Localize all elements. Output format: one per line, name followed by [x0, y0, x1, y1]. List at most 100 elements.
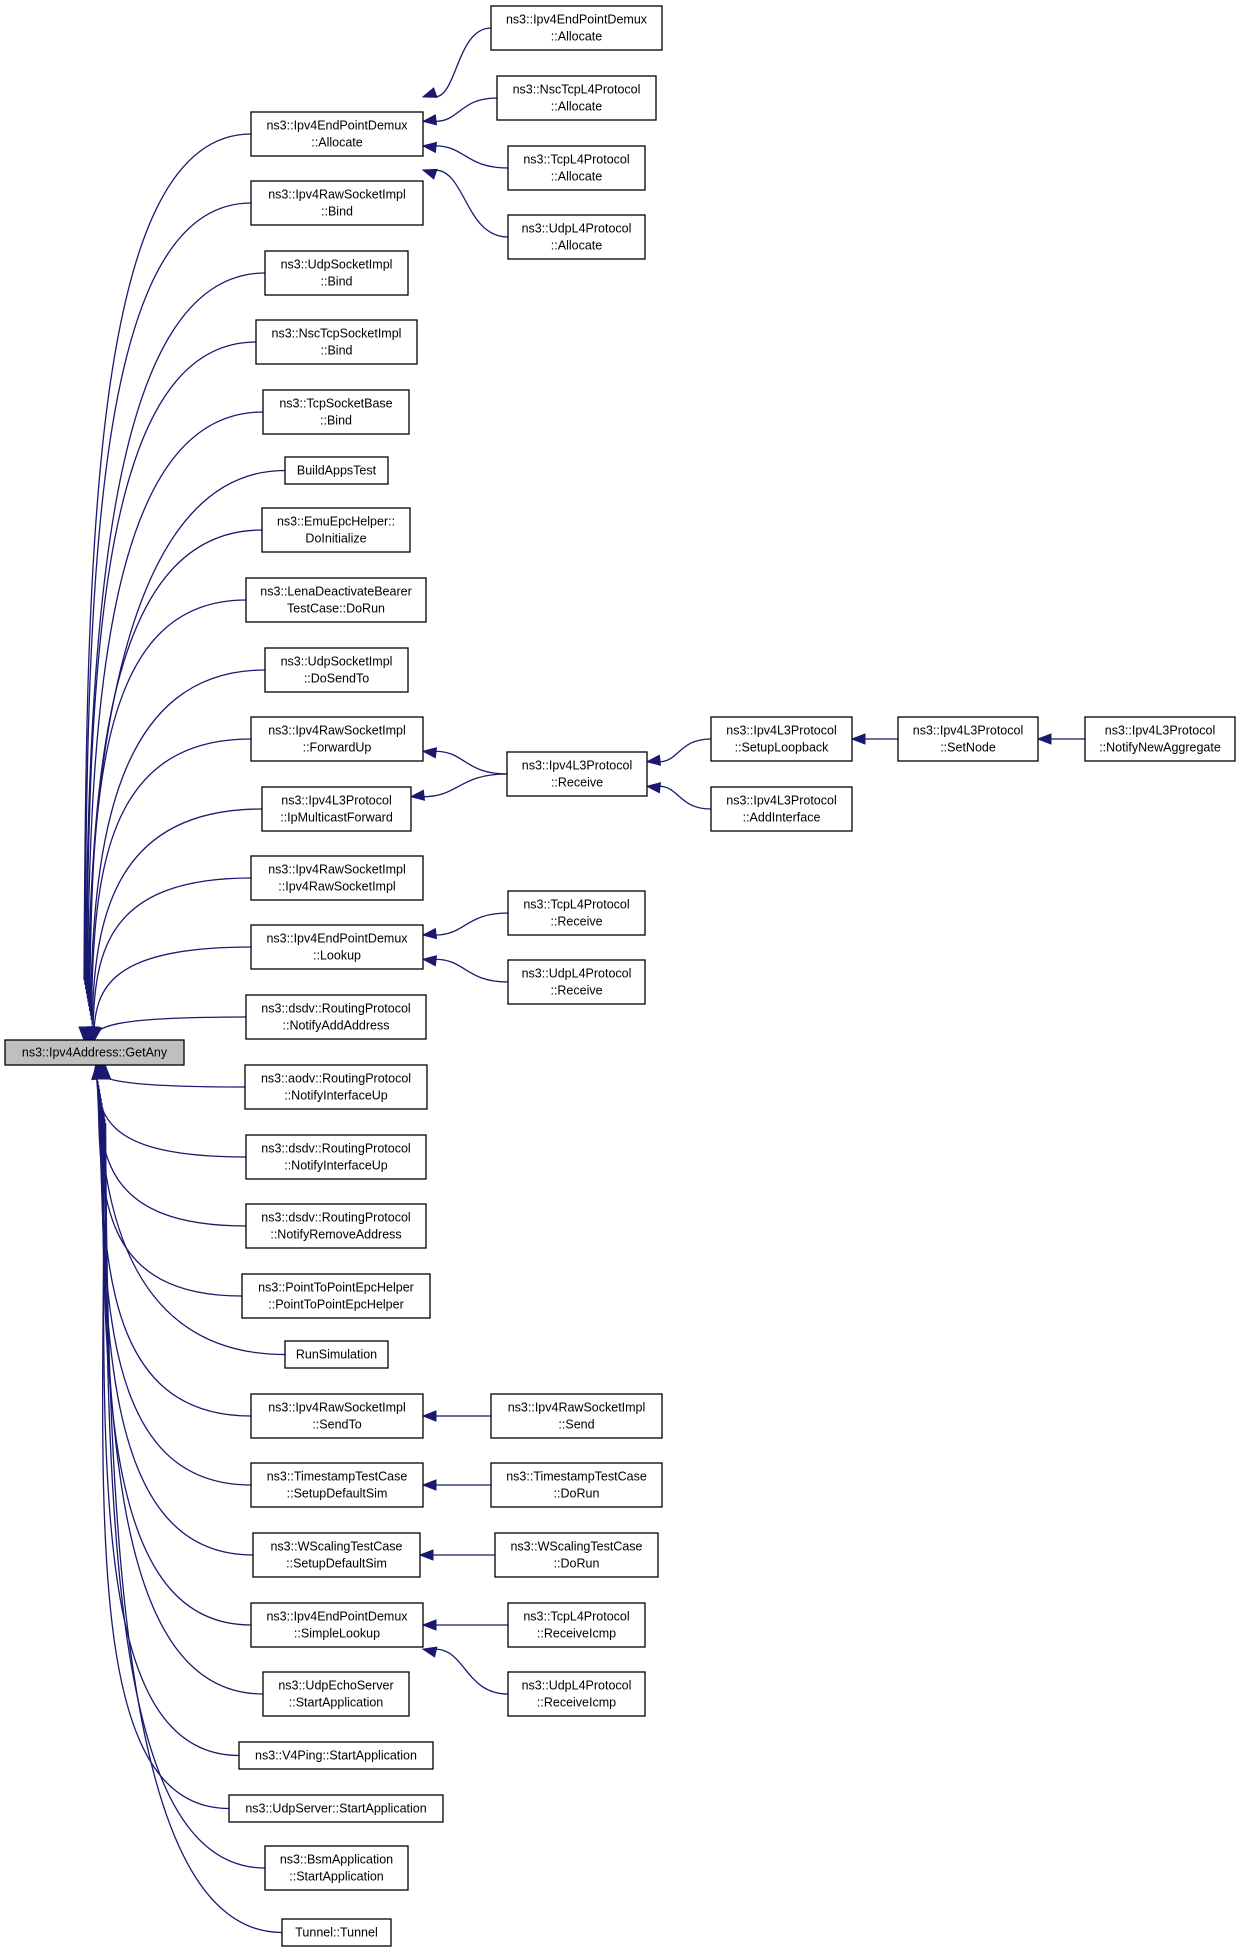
node-ns3-udpl4protocol-allocate[interactable]: ns3::UdpL4Protocol::Allocate: [507, 214, 646, 260]
node-box: [245, 994, 427, 1040]
node-ns3-tcpl4protocol-receiveicmp[interactable]: ns3::TcpL4Protocol::ReceiveIcmp: [507, 1602, 646, 1648]
node-box: [490, 1393, 663, 1439]
edge-a21-to-n0: [94, 1064, 252, 1486]
node-ns3-dsdv-routingprotocol-notifyinterfaceup[interactable]: ns3::dsdv::RoutingProtocol::NotifyInterf…: [245, 1134, 427, 1180]
node-ns3-ipv4l3protocol-addinterface[interactable]: ns3::Ipv4L3Protocol::AddInterface: [710, 786, 853, 832]
node-label-line: ::SendTo: [312, 1418, 361, 1432]
node-label-line: ::Bind: [321, 205, 353, 219]
node-ns3-nsctcpl4protocol-allocate[interactable]: ns3::NscTcpL4Protocol::Allocate: [496, 75, 657, 121]
node-ns3-pointtopointepchelper-pointtopointepchelper[interactable]: ns3::PointToPointEpcHelper::PointToPoint…: [241, 1273, 431, 1319]
node-ns3-udpl4protocol-receive[interactable]: ns3::UdpL4Protocol::Receive: [507, 959, 646, 1005]
node-label-line: ns3::EmuEpcHelper::: [277, 515, 395, 529]
node-ns3-udpsocketimpl-dosendto[interactable]: ns3::UdpSocketImpl::DoSendTo: [264, 647, 409, 693]
node-label-line: ::Receive: [551, 776, 603, 790]
node-ns3-wscalingtestcase-dorun[interactable]: ns3::WScalingTestCase::DoRun: [494, 1532, 659, 1578]
node-label-line: ns3::TcpL4Protocol: [523, 1610, 629, 1624]
node-ns3-wscalingtestcase-setupdefaultsim[interactable]: ns3::WScalingTestCase::SetupDefaultSim: [252, 1532, 421, 1578]
edges-layer: [78, 27, 1085, 1934]
node-box: [506, 751, 648, 797]
node-ns3-ipv4l3protocol-notifynewaggregate[interactable]: ns3::Ipv4L3Protocol::NotifyNewAggregate: [1084, 716, 1236, 762]
node-ns3-dsdv-routingprotocol-notifyremoveaddress[interactable]: ns3::dsdv::RoutingProtocol::NotifyRemove…: [245, 1203, 427, 1249]
node-ns3-ipv4address-getany[interactable]: ns3::Ipv4Address::GetAny: [4, 1039, 185, 1066]
node-box: [507, 145, 646, 191]
node-ns3-emuepchelper-doinitialize[interactable]: ns3::EmuEpcHelper::DoInitialize: [261, 507, 411, 553]
node-ns3-ipv4l3protocol-receive[interactable]: ns3::Ipv4L3Protocol::Receive: [506, 751, 648, 797]
node-ns3-ipv4endpointdemux-allocate[interactable]: ns3::Ipv4EndPointDemux::Allocate: [490, 5, 663, 51]
node-ns3-timestamptestcase-dorun[interactable]: ns3::TimestampTestCase::DoRun: [490, 1462, 663, 1508]
node-ns3-aodv-routingprotocol-notifyinterfaceup[interactable]: ns3::aodv::RoutingProtocol::NotifyInterf…: [244, 1064, 428, 1110]
node-label-line: ns3::Ipv4L3Protocol: [522, 759, 633, 773]
node-ns3-ipv4endpointdemux-lookup[interactable]: ns3::Ipv4EndPointDemux::Lookup: [250, 924, 424, 970]
node-ns3-tcpl4protocol-receive[interactable]: ns3::TcpL4Protocol::Receive: [507, 890, 646, 936]
node-box: [261, 786, 412, 832]
edge-a14-to-n0: [91, 1016, 247, 1042]
node-box: [507, 1602, 646, 1648]
node-label-line: ::Allocate: [551, 100, 602, 114]
node-label-line: ns3::UdpEchoServer: [278, 1679, 393, 1693]
node-ns3-tcpl4protocol-allocate[interactable]: ns3::TcpL4Protocol::Allocate: [507, 145, 646, 191]
node-label-line: ns3::TcpL4Protocol: [523, 153, 629, 167]
node-ns3-bsmapplication-startapplication[interactable]: ns3::BsmApplication::StartApplication: [264, 1845, 409, 1891]
node-box: [241, 1273, 431, 1319]
node-box: [284, 1340, 389, 1369]
edge-a2-to-n0: [79, 202, 252, 1042]
node-label-line: ns3::Ipv4EndPointDemux: [266, 119, 408, 133]
node-ns3-nsctcpsocketimpl-bind[interactable]: ns3::NscTcpSocketImpl::Bind: [255, 319, 418, 365]
node-ns3-v4ping-startapplication[interactable]: ns3::V4Ping::StartApplication: [238, 1741, 434, 1770]
node-ns3-tcpsocketbase-bind[interactable]: ns3::TcpSocketBase::Bind: [262, 389, 410, 435]
node-label-line: ns3::aodv::RoutingProtocol: [261, 1072, 411, 1086]
edge-b4-to-a1: [421, 168, 509, 238]
node-ns3-udpl4protocol-receiveicmp[interactable]: ns3::UdpL4Protocol::ReceiveIcmp: [507, 1671, 646, 1717]
node-box: [252, 1532, 421, 1578]
node-label-line: ns3::UdpSocketImpl: [281, 655, 393, 669]
node-ns3-ipv4rawsocketimpl-sendto[interactable]: ns3::Ipv4RawSocketImpl::SendTo: [250, 1393, 424, 1439]
node-buildappstest[interactable]: BuildAppsTest: [284, 456, 389, 485]
node-box: [507, 214, 646, 260]
node-label-line: ns3::V4Ping::StartApplication: [255, 1749, 417, 1763]
node-label-line: ::ForwardUp: [303, 741, 372, 755]
node-label-line: ::Allocate: [311, 136, 362, 150]
node-ns3-ipv4rawsocketimpl-ipv4rawsocketimpl[interactable]: ns3::Ipv4RawSocketImpl::Ipv4RawSocketImp…: [250, 855, 424, 901]
node-ns3-udpsocketimpl-bind[interactable]: ns3::UdpSocketImpl::Bind: [264, 250, 409, 296]
edge-a3-to-n0: [79, 272, 266, 1042]
node-ns3-ipv4l3protocol-setnode[interactable]: ns3::Ipv4L3Protocol::SetNode: [897, 716, 1039, 762]
node-label-line: ::StartApplication: [289, 1696, 384, 1710]
node-ns3-ipv4endpointdemux-simplelookup[interactable]: ns3::Ipv4EndPointDemux::SimpleLookup: [250, 1602, 424, 1648]
node-box: [250, 1393, 424, 1439]
node-box: [238, 1741, 434, 1770]
node-ns3-dsdv-routingprotocol-notifyaddaddress[interactable]: ns3::dsdv::RoutingProtocol::NotifyAddAdd…: [245, 994, 427, 1040]
node-box: [507, 959, 646, 1005]
node-label-line: ::SetupDefaultSim: [287, 1487, 388, 1501]
node-label-line: ns3::LenaDeactivateBearer: [260, 585, 411, 599]
node-tunnel-tunnel[interactable]: Tunnel::Tunnel: [281, 1918, 392, 1947]
node-box: [264, 1845, 409, 1891]
node-ns3-ipv4endpointdemux-allocate[interactable]: ns3::Ipv4EndPointDemux::Allocate: [250, 111, 424, 157]
node-ns3-udpechoserver-startapplication[interactable]: ns3::UdpEchoServer::StartApplication: [262, 1671, 410, 1717]
node-ns3-udpserver-startapplication[interactable]: ns3::UdpServer::StartApplication: [228, 1794, 444, 1823]
node-box: [250, 1602, 424, 1648]
node-label-line: ns3::BsmApplication: [280, 1853, 393, 1867]
edge-b6-to-a13: [421, 912, 509, 940]
edge-c2-to-b5: [645, 782, 712, 810]
node-ns3-ipv4rawsocketimpl-send[interactable]: ns3::Ipv4RawSocketImpl::Send: [490, 1393, 663, 1439]
node-label-line: Tunnel::Tunnel: [295, 1926, 377, 1940]
node-box: [710, 716, 853, 762]
node-ns3-ipv4rawsocketimpl-bind[interactable]: ns3::Ipv4RawSocketImpl::Bind: [250, 180, 424, 226]
node-label-line: ::SetNode: [940, 741, 996, 755]
node-label-line: ::DoRun: [554, 1487, 600, 1501]
edge-b11-to-a23: [421, 1619, 508, 1631]
node-ns3-ipv4l3protocol-setuploopback[interactable]: ns3::Ipv4L3Protocol::SetupLoopback: [710, 716, 853, 762]
node-runsimulation[interactable]: RunSimulation: [284, 1340, 389, 1369]
node-ns3-ipv4rawsocketimpl-forwardup[interactable]: ns3::Ipv4RawSocketImpl::ForwardUp: [250, 716, 424, 762]
edge-b10-to-a22: [418, 1549, 495, 1561]
node-label-line: ::ReceiveIcmp: [537, 1696, 616, 1710]
node-ns3-ipv4l3protocol-ipmulticastforward[interactable]: ns3::Ipv4L3Protocol::IpMulticastForward: [261, 786, 412, 832]
node-ns3-timestamptestcase-setupdefaultsim[interactable]: ns3::TimestampTestCase::SetupDefaultSim: [250, 1462, 424, 1508]
node-label-line: ::AddInterface: [743, 811, 821, 825]
node-box: [1084, 716, 1236, 762]
node-label-line: ns3::Ipv4EndPointDemux: [506, 13, 648, 27]
node-label-line: ::NotifyNewAggregate: [1099, 741, 1221, 755]
node-box: [710, 786, 853, 832]
node-label-line: ::NotifyInterfaceUp: [284, 1089, 388, 1103]
